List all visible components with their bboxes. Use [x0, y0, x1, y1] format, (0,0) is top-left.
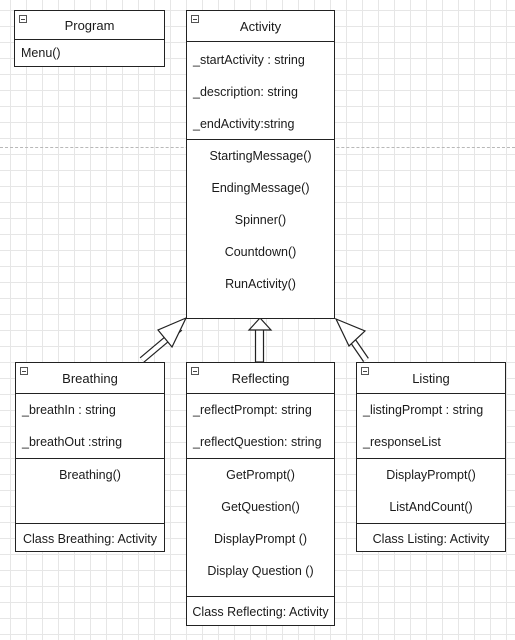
operations-section: Menu()	[15, 40, 164, 66]
class-listing[interactable]: Listing _listingPrompt : string _respons…	[356, 362, 506, 552]
operation: DisplayPrompt ()	[213, 532, 308, 546]
class-title: Program	[64, 17, 115, 33]
operation: StartingMessage()	[209, 149, 312, 163]
class-breathing[interactable]: Breathing _breathIn : string _breathOut …	[15, 362, 165, 552]
class-header: Listing	[357, 363, 505, 394]
operation: Display Question ()	[207, 564, 314, 578]
attributes-section: _reflectPrompt: string _reflectQuestion:…	[187, 394, 334, 459]
class-header: Program	[15, 11, 164, 40]
attribute: _breathOut :string	[22, 435, 123, 449]
collapse-toggle-icon[interactable]	[20, 367, 28, 375]
attributes-section: _listingPrompt : string _responseList	[357, 394, 505, 459]
collapse-toggle-icon[interactable]	[361, 367, 369, 375]
collapse-toggle-icon[interactable]	[19, 15, 27, 23]
class-footer: Class Breathing: Activity	[22, 532, 158, 546]
operations-section: DisplayPrompt() ListAndCount()	[357, 459, 505, 524]
attributes-section: _startActivity : string _description: st…	[187, 42, 334, 140]
collapse-toggle-icon[interactable]	[191, 15, 199, 23]
attribute: _listingPrompt : string	[363, 403, 484, 417]
attribute: _endActivity:string	[193, 117, 295, 131]
class-title: Reflecting	[231, 370, 290, 386]
operation: DisplayPrompt()	[386, 468, 476, 482]
class-program[interactable]: Program Menu()	[14, 10, 165, 67]
attribute: _description: string	[193, 85, 298, 99]
operation: ListAndCount()	[389, 500, 473, 514]
operation: Breathing()	[59, 468, 121, 482]
class-header: Activity	[187, 11, 334, 42]
class-title: Breathing	[62, 370, 118, 386]
operation: Spinner()	[234, 213, 287, 227]
class-footer: Class Reflecting: Activity	[192, 605, 329, 619]
class-footer: Class Listing: Activity	[372, 532, 490, 546]
class-header: Reflecting	[187, 363, 334, 394]
operation: GetQuestion()	[221, 500, 300, 514]
arrow-breathing-to-activity	[139, 316, 188, 363]
operations-section: Breathing()	[16, 459, 164, 524]
collapse-toggle-icon[interactable]	[191, 367, 199, 375]
operation: RunActivity()	[225, 277, 296, 291]
attribute: _responseList	[363, 435, 441, 449]
class-activity[interactable]: Activity _startActivity : string _descri…	[186, 10, 335, 319]
attribute: _startActivity : string	[193, 53, 305, 67]
operation: Menu()	[21, 46, 61, 60]
operations-section: StartingMessage() EndingMessage() Spinne…	[187, 140, 334, 300]
class-title: Activity	[239, 18, 282, 34]
attribute: _reflectPrompt: string	[193, 403, 312, 417]
attribute: _breathIn : string	[22, 403, 116, 417]
arrow-reflecting-to-activity	[247, 317, 273, 363]
arrow-listing-to-activity	[334, 317, 369, 362]
operation: EndingMessage()	[211, 181, 310, 195]
class-reflecting[interactable]: Reflecting _reflectPrompt: string _refle…	[186, 362, 335, 626]
operations-section: GetPrompt() GetQuestion() DisplayPrompt …	[187, 459, 334, 597]
attributes-section: _breathIn : string _breathOut :string	[16, 394, 164, 459]
attribute: _reflectQuestion: string	[193, 435, 322, 449]
operation: Countdown()	[224, 245, 297, 259]
class-title: Listing	[412, 370, 450, 386]
operation: GetPrompt()	[226, 468, 295, 482]
class-header: Breathing	[16, 363, 164, 394]
